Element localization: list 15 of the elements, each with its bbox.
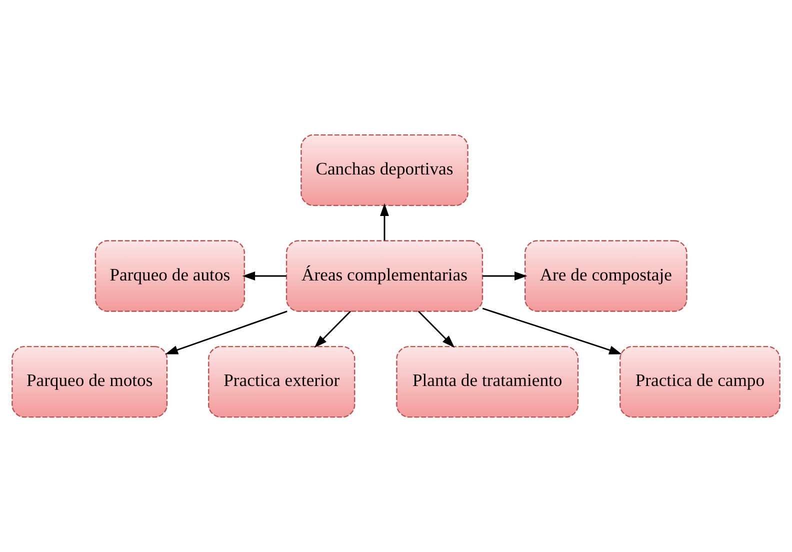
node-box: Áreas complementarias [286,240,484,312]
arrow [482,272,528,280]
node-box: Practica de campo [620,346,780,418]
arrow [314,310,352,348]
node-box: Are de compostaje [524,240,688,312]
node-box: Parqueo de autos [94,240,245,312]
arrow [482,308,622,354]
node-box: Practica exterior [208,346,356,418]
arrow [242,272,286,280]
arrow [165,310,288,354]
node-box: Canchas deportivas [300,134,468,206]
arrow [380,203,389,240]
arrow [418,310,455,348]
node-box: Planta de tratamiento [396,346,579,418]
node-box: Parqueo de motos [12,346,168,418]
